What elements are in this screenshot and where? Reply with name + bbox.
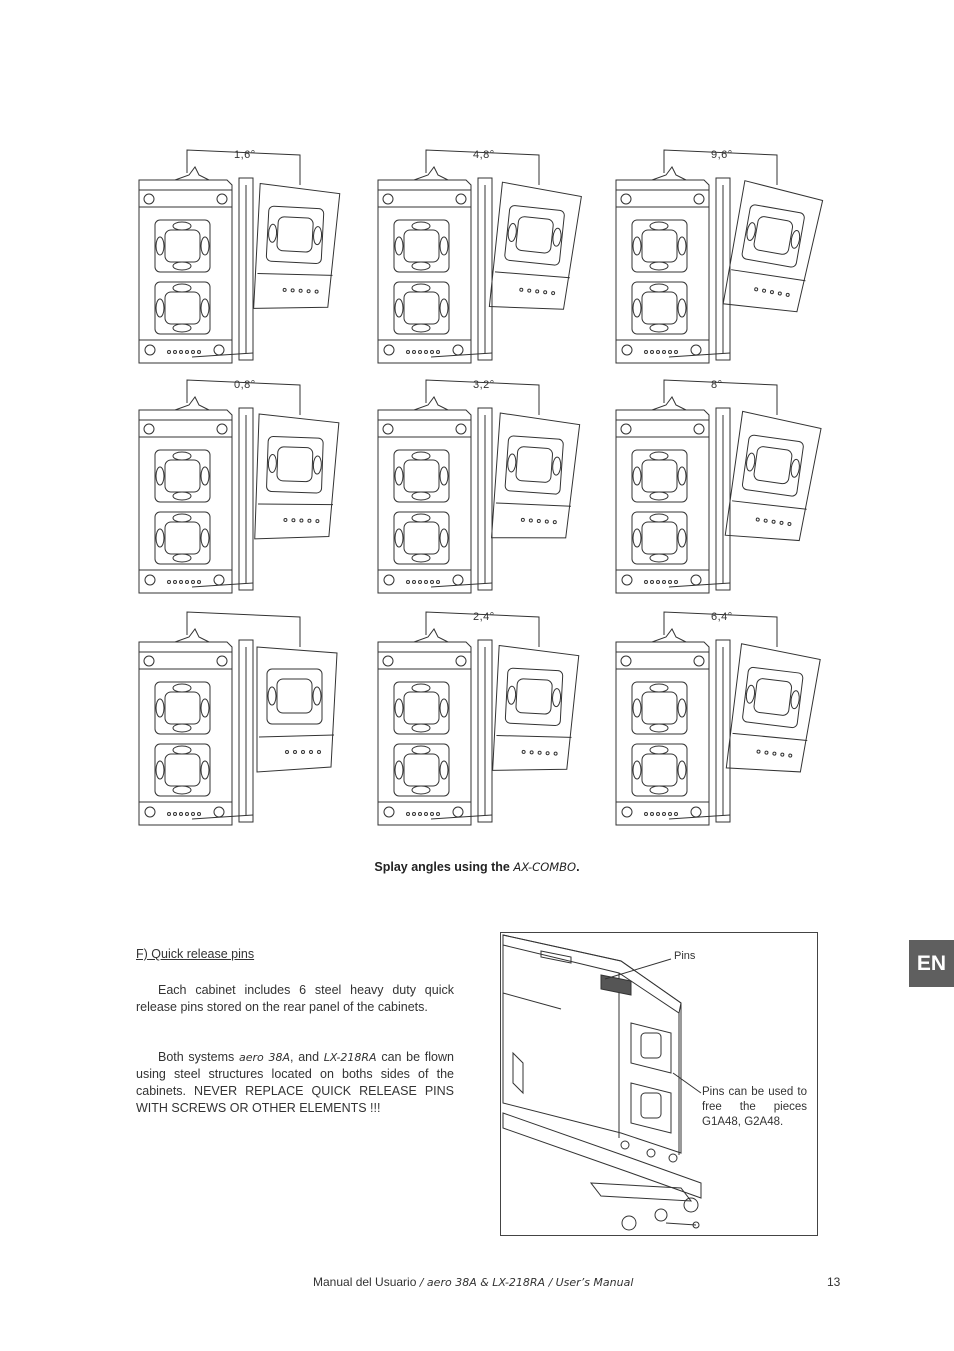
splay-angle-label: 8° — [711, 379, 723, 391]
speaker-diagram-8: 2,4° — [376, 607, 596, 827]
speaker-diagram-3: 9,6° — [614, 145, 834, 365]
page-number: 13 — [827, 1275, 841, 1289]
paragraph-systems: Both systems aero 38A, and LX-218RA can … — [136, 1049, 454, 1117]
para-text: can be flown using steel structures loca… — [136, 1050, 454, 1115]
caption-product: AX-COMBO — [513, 860, 577, 874]
pins-label: Pins — [674, 950, 696, 962]
speaker-diagram-9: 6,4° — [614, 607, 834, 827]
pins-inset-figure — [500, 932, 818, 1236]
footer-manual: User’s Manual — [555, 1276, 634, 1289]
splay-angle-label: 2,4° — [473, 611, 495, 623]
caption-end: . — [576, 860, 580, 874]
splay-angle-label: 0,8° — [234, 379, 256, 391]
cabinet-pair-drawing — [615, 611, 821, 826]
pins-note: Pins can be used to free the pieces G1A4… — [702, 1086, 807, 1128]
splay-angle-label: 4,8° — [473, 149, 495, 161]
speaker-diagram-2: 4,8° — [376, 145, 596, 365]
cabinet-pair-drawing — [377, 379, 581, 594]
para-text: Both systems — [158, 1050, 235, 1064]
speaker-diagram-5: 3,2° — [376, 375, 596, 595]
para-text: , and — [290, 1050, 320, 1064]
splay-angle-label: 6,4° — [711, 611, 733, 623]
splay-angle-label: 1,6° — [234, 149, 256, 161]
speaker-diagram-6: 8° — [614, 375, 834, 595]
cabinet-pair-drawing — [138, 379, 340, 594]
cabinet-drawing — [502, 934, 702, 1231]
footer-text: Manual del Usuario — [313, 1275, 417, 1289]
splay-angle-label: 9,6° — [711, 149, 733, 161]
paragraph-pins: Each cabinet includes 6 steel heavy duty… — [136, 983, 454, 1014]
figure-caption: Splay angles using the AX-COMBO. — [0, 860, 954, 874]
section-heading: F) Quick release pins — [136, 947, 255, 961]
para-product-lx: LX-218RA — [323, 1051, 377, 1064]
speaker-diagram-7 — [137, 607, 357, 827]
footer-products: / aero 38A & LX-218RA / — [419, 1276, 553, 1289]
cabinet-pair-drawing — [615, 149, 824, 364]
para-product-aero: aero 38A — [239, 1051, 291, 1064]
cabinet-pair-drawing — [138, 611, 338, 826]
footer-title: Manual del Usuario / aero 38A & LX-218RA… — [313, 1275, 633, 1289]
speaker-diagram-1: 1,6° — [137, 145, 357, 365]
caption-text: Splay angles using the — [374, 860, 510, 874]
language-tab: EN — [909, 940, 954, 987]
cabinet-pair-drawing — [377, 149, 582, 364]
cabinet-pair-drawing — [615, 379, 822, 594]
cabinet-pair-drawing — [377, 611, 580, 826]
speaker-diagram-4: 0,8° — [137, 375, 357, 595]
cabinet-pair-drawing — [138, 149, 341, 364]
splay-angle-label: 3,2° — [473, 379, 495, 391]
